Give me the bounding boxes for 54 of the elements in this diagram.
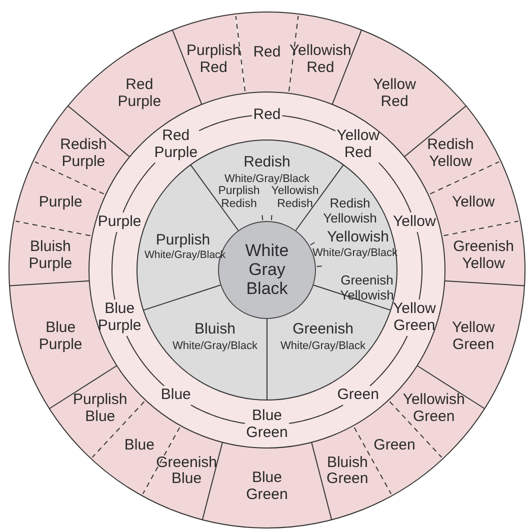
hue-label: Green	[337, 386, 379, 404]
sector-label: Yellow Red	[373, 77, 416, 112]
connector-arc	[122, 162, 156, 213]
connector-arc	[369, 336, 408, 386]
connector-arc	[288, 404, 344, 424]
sector-label: Blue	[124, 437, 154, 454]
sector-label: Redish Purple	[60, 137, 107, 172]
sector-label: Red Purple	[118, 77, 162, 112]
sector-label: White/Gray/Black	[224, 172, 310, 186]
ring-sector	[442, 220, 525, 286]
sector-label: White/Gray/Black	[280, 340, 366, 352]
sector-label: Purple	[38, 194, 82, 212]
sector-label: Green	[374, 437, 416, 454]
sector-label: Greenish Yellow	[453, 238, 514, 273]
sector-label: Blue Green	[246, 470, 288, 504]
sector-label: White/Gray/Black	[172, 340, 258, 352]
sector-label: Yellowish Green	[402, 392, 465, 426]
connector-arc	[416, 231, 422, 300]
sector-label: Yellowish Red	[289, 42, 352, 77]
connector-arc	[112, 231, 118, 300]
hue-label: Blue	[160, 386, 191, 404]
hue-label: Yellow	[393, 214, 436, 231]
sector-label: Yellowish	[326, 230, 389, 246]
hue-label: Red Purple	[154, 128, 198, 162]
sector-label: Yellow	[452, 194, 495, 212]
sector-label: Purplish Red	[186, 42, 241, 77]
sector-label: Redish	[244, 154, 290, 172]
connector-arc	[378, 162, 412, 213]
sector-label: Bluish	[194, 322, 236, 338]
connector-arc	[126, 336, 165, 386]
connector-arc	[282, 115, 336, 132]
sector-label: Bluish Green	[326, 454, 368, 488]
hue-label: Yellow Red	[336, 128, 380, 162]
sector-label: Greenish	[292, 322, 354, 338]
sector-label: Purplish Blue	[73, 392, 128, 426]
hue-label: Yellow Green	[393, 300, 436, 335]
hue-label: Red	[253, 106, 281, 124]
hue-label: Blue Purple	[98, 300, 142, 335]
sector-label: Greenish Yellowish	[340, 273, 394, 302]
sector-label: Greenish Blue	[156, 454, 217, 488]
center-label: White Gray Black	[245, 241, 289, 299]
connector-arc	[198, 115, 252, 132]
hue-label: Purple	[98, 214, 142, 231]
sector-label: Blue Purple	[38, 320, 82, 354]
sector-label: Yellow Green	[452, 320, 495, 354]
sector-label: Yellowish Redish	[271, 185, 319, 211]
hue-label: Blue Green	[246, 408, 288, 442]
sector-label: Red	[253, 44, 281, 62]
sector-label: Redish Yellow	[427, 137, 474, 172]
sector-label: Redish Yellowish	[323, 196, 377, 226]
connector-arc	[190, 404, 246, 424]
sector-label: Bluish Purple	[28, 238, 72, 273]
sector-label: Purplish Redish	[218, 185, 260, 211]
sector-label: Purplish	[156, 232, 210, 250]
